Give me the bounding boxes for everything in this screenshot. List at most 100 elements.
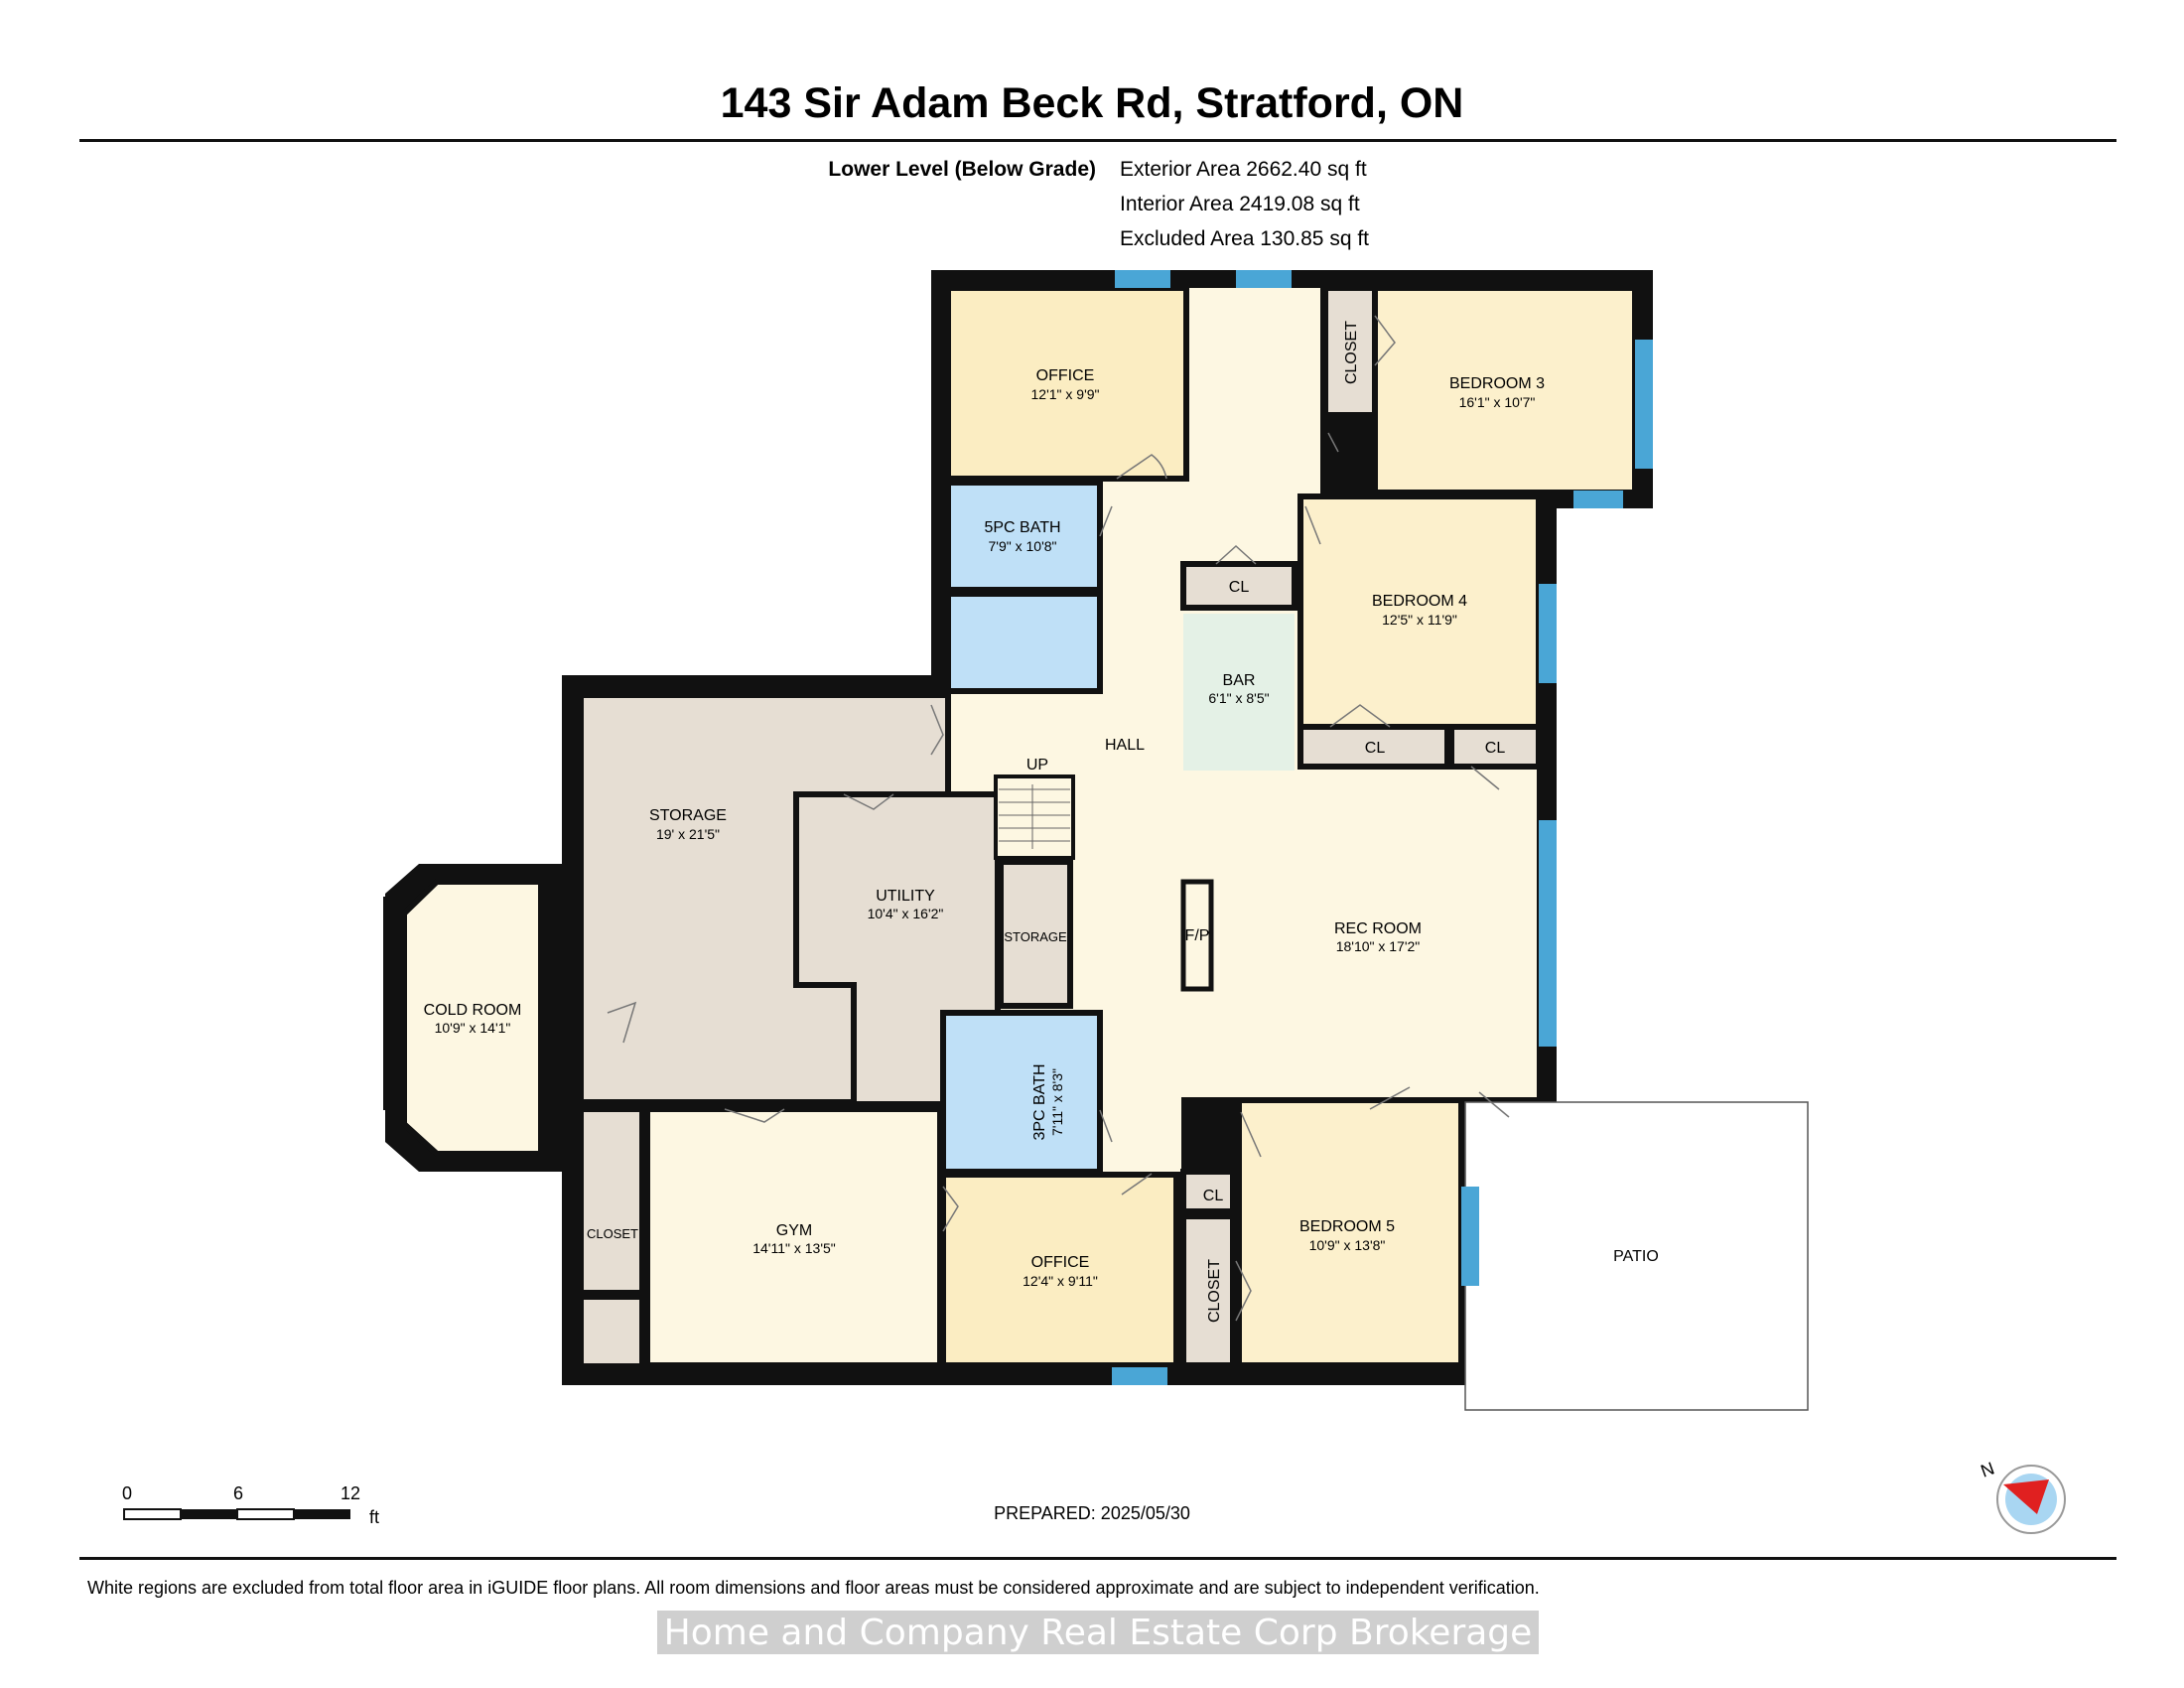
door xyxy=(1121,1173,1153,1196)
gym-name: GYM xyxy=(776,1222,812,1239)
bath3-dims: 7'11" x 8'3" xyxy=(1049,1068,1065,1136)
office-bottom-dims: 12'4" x 9'11" xyxy=(1023,1273,1098,1289)
hall-name: HALL xyxy=(1105,737,1145,754)
exterior-area: Exterior Area 2662.40 sq ft xyxy=(1120,158,1367,181)
utility-name: UTILITY xyxy=(876,888,935,905)
scale-seg xyxy=(236,1508,295,1520)
gym-dims: 14'11" x 13'5" xyxy=(752,1240,836,1256)
scale-tick-0: 0 xyxy=(122,1483,132,1503)
bedroom5-dims: 10'9" x 13'8" xyxy=(1309,1237,1386,1253)
office-bottom-room xyxy=(940,1172,1179,1368)
cold-room-room xyxy=(401,879,544,1157)
window xyxy=(1539,584,1557,683)
excluded-area: Excluded Area 130.85 sq ft xyxy=(1120,227,1369,250)
window xyxy=(1115,270,1170,288)
door xyxy=(1215,544,1257,565)
door xyxy=(1240,1111,1262,1158)
door xyxy=(843,793,894,810)
cl-hall-room xyxy=(1180,561,1297,611)
patio-area xyxy=(1464,1101,1809,1411)
fireplace xyxy=(1180,879,1214,992)
scale-seg xyxy=(181,1509,237,1519)
door xyxy=(1374,315,1396,366)
scale-unit: ft xyxy=(369,1507,379,1527)
door xyxy=(1099,1109,1113,1143)
door xyxy=(1327,432,1339,453)
door xyxy=(1099,505,1113,537)
bar-name: BAR xyxy=(1223,672,1256,689)
bedroom4-name: BEDROOM 4 xyxy=(1372,593,1467,610)
door xyxy=(1116,454,1167,480)
door xyxy=(1478,1091,1510,1118)
up-label: UP xyxy=(1026,757,1048,774)
closet-gym-lower-room xyxy=(578,1294,645,1369)
door xyxy=(724,1108,785,1123)
scale-bar: 0 6 12 ft xyxy=(122,1483,379,1527)
cl-b4a-room xyxy=(1297,724,1450,770)
door xyxy=(607,1001,637,1044)
storage-small-name: STORAGE xyxy=(1004,929,1067,944)
bath3-room xyxy=(940,1010,1103,1175)
door xyxy=(930,704,944,756)
cl-b4b-name: CL xyxy=(1485,740,1506,757)
closet-b5-name: CLOSET xyxy=(1206,1259,1223,1323)
stairs xyxy=(994,774,1075,860)
utility-dims: 10'4" x 16'2" xyxy=(868,906,944,921)
cold-name: COLD ROOM xyxy=(424,1002,522,1019)
window xyxy=(1112,1367,1167,1385)
cl-b5-name: CL xyxy=(1203,1188,1224,1204)
cl-b4b-room xyxy=(1448,724,1542,770)
bath5-annex-room xyxy=(945,591,1103,694)
closet-b3-room xyxy=(1322,285,1378,418)
door xyxy=(942,1186,959,1232)
door xyxy=(1329,704,1391,728)
bath3-name: 3PC BATH xyxy=(1031,1063,1048,1140)
cl-b4a-name: CL xyxy=(1365,740,1386,757)
scale-seg xyxy=(294,1509,350,1519)
closet-b5-room xyxy=(1180,1213,1236,1368)
compass-icon: N xyxy=(1979,1459,2066,1534)
watermark-bg xyxy=(657,1611,1539,1654)
footer-divider xyxy=(79,1557,2116,1560)
stair-treads xyxy=(999,784,1070,849)
scale-seg xyxy=(123,1508,182,1520)
bath5-name: 5PC BATH xyxy=(984,519,1060,536)
bedroom3-name: BEDROOM 3 xyxy=(1449,375,1545,392)
window xyxy=(1461,1187,1479,1286)
office-top-name: OFFICE xyxy=(1036,367,1095,384)
door xyxy=(1369,1086,1411,1110)
cl-hall-name: CL xyxy=(1229,579,1250,596)
window xyxy=(1539,820,1557,1047)
door xyxy=(1304,505,1321,545)
rec-name: REC ROOM xyxy=(1334,920,1422,937)
bath5-room xyxy=(945,480,1103,593)
windows xyxy=(1112,270,1653,1385)
bar-dims: 6'1" x 8'5" xyxy=(1208,690,1269,706)
cl-b5-room xyxy=(1180,1169,1236,1214)
storage-dims: 19' x 21'5" xyxy=(656,826,720,842)
window xyxy=(1236,270,1292,288)
window xyxy=(1635,340,1653,469)
rec-dims: 18'10" x 17'2" xyxy=(1336,938,1421,954)
storage-small-room xyxy=(998,859,1073,1009)
office-top-room xyxy=(945,285,1189,482)
disclaimer: White regions are excluded from total fl… xyxy=(87,1578,1540,1598)
scale-tick-12: 12 xyxy=(341,1483,360,1503)
compass-n: N xyxy=(1979,1459,1997,1481)
interior-area: Interior Area 2419.08 sq ft xyxy=(1120,193,1360,215)
bar-room xyxy=(1183,614,1295,771)
door xyxy=(1235,1260,1252,1322)
bedroom3-dims: 16'1" x 10'7" xyxy=(1459,394,1536,410)
bath5-dims: 7'9" x 10'8" xyxy=(989,538,1057,554)
fp-label: F/P xyxy=(1185,927,1210,944)
storage-name: STORAGE xyxy=(649,807,727,824)
title-divider xyxy=(79,139,2116,142)
closet-gym-room xyxy=(578,1106,645,1296)
bedroom5-name: BEDROOM 5 xyxy=(1299,1218,1395,1235)
prepared-date: PREPARED: 2025/05/30 xyxy=(994,1503,1190,1523)
scale-tick-6: 6 xyxy=(233,1483,243,1503)
closet-gym-name: CLOSET xyxy=(587,1226,638,1241)
cold-dims: 10'9" x 14'1" xyxy=(435,1020,511,1036)
office-bottom-name: OFFICE xyxy=(1031,1254,1090,1271)
room-labels: OFFICE 12'1" x 9'9" BEDROOM 3 16'1" x 10… xyxy=(424,321,1659,1323)
